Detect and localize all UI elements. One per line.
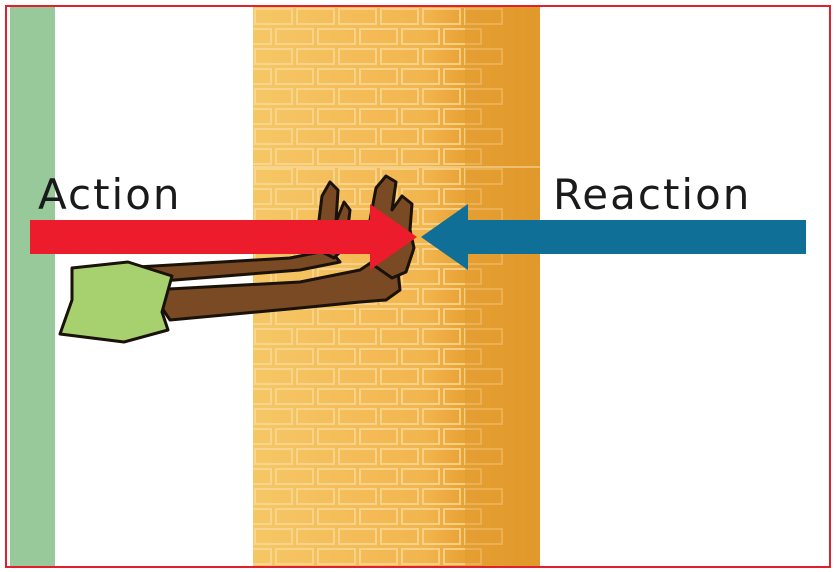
image-frame: [5, 5, 831, 568]
